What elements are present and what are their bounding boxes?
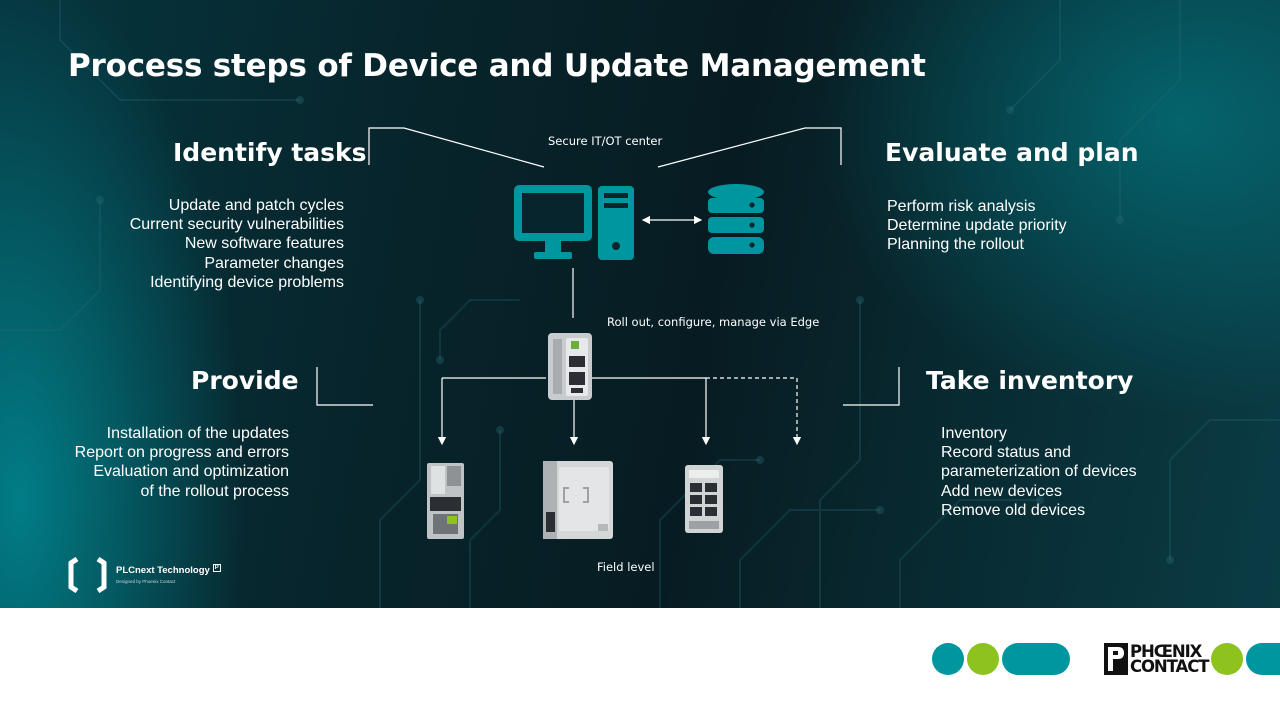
plcnext-tagline: Designed by Phoenix Contact: [116, 579, 176, 584]
lime-dot-right: [1211, 643, 1243, 675]
edge-label: Roll out, configure, manage via Edge: [607, 315, 820, 329]
list-item: Update and patch cycles: [168, 197, 344, 214]
provide-heading: Provide: [191, 366, 299, 395]
evaluate-plan-heading: Evaluate and plan: [885, 138, 1139, 167]
take-inventory-list: Inventory Record status and parameteriza…: [941, 424, 1137, 520]
list-item: Parameter changes: [204, 254, 344, 272]
edge-device-icon: [548, 333, 592, 400]
phoenix-contact-wordmark: PHŒNIX CONTACT: [1104, 642, 1209, 676]
list-item: Add new devices: [941, 482, 1062, 500]
field-device-icon: [543, 461, 613, 539]
slide-background: Process steps of Device and Update Manag…: [0, 0, 1280, 608]
list-item: Planning the rollout: [887, 236, 1024, 254]
teal-dot: [932, 643, 964, 675]
database-icon: [708, 184, 764, 254]
circuit-pattern: [0, 0, 1280, 608]
teal-pill: [1002, 643, 1070, 675]
list-item: Perform risk analysis: [887, 198, 1036, 215]
lime-dot: [967, 643, 999, 675]
identify-bracket-line: [368, 127, 545, 168]
identify-tasks-list: Update and patch cycles Current security…: [130, 196, 344, 292]
field-level-label: Field level: [597, 560, 655, 574]
plcnext-badge: P: [212, 564, 221, 572]
list-item: Evaluation and optimization: [93, 463, 289, 481]
teal-pill-right: [1246, 643, 1280, 675]
list-item: Installation of the updates: [106, 425, 289, 442]
list-item: Record status and: [941, 444, 1071, 462]
field-device-icon: [685, 465, 723, 533]
evaluate-bracket-line: [657, 127, 842, 168]
list-item: Determine update priority: [887, 217, 1067, 235]
list-item: New software features: [184, 235, 344, 253]
take-inventory-heading: Take inventory: [926, 366, 1134, 395]
list-item: Remove old devices: [941, 501, 1086, 519]
evaluate-plan-list: Perform risk analysis Determine update p…: [887, 197, 1067, 255]
field-device-icon: [427, 463, 464, 539]
list-item: Inventory: [941, 425, 1007, 442]
computer-icon: [514, 185, 634, 260]
plcnext-bracket-icon: [68, 557, 107, 593]
list-item: parameterization of devices: [941, 463, 1137, 481]
list-item: of the rollout process: [140, 482, 289, 500]
provide-list: Installation of the updates Report on pr…: [75, 424, 289, 501]
it-ot-center-label: Secure IT/OT center: [548, 134, 663, 148]
list-item: Identifying device problems: [150, 273, 344, 291]
company-name-line2: CONTACT: [1130, 657, 1209, 676]
process-diagram: [316, 127, 900, 539]
identify-tasks-heading: Identify tasks: [173, 138, 367, 167]
provide-bracket-line: [316, 367, 373, 406]
phoenix-contact-logo: PHŒNIX CONTACT: [932, 643, 1280, 677]
list-item: Report on progress and errors: [74, 444, 289, 462]
company-name-line1: PHŒNIX: [1130, 642, 1202, 661]
list-item: Current security vulnerabilities: [129, 216, 344, 234]
inventory-bracket-line: [843, 367, 900, 406]
slide-title: Process steps of Device and Update Manag…: [68, 48, 926, 84]
phoenix-emblem-icon: [1104, 643, 1128, 675]
